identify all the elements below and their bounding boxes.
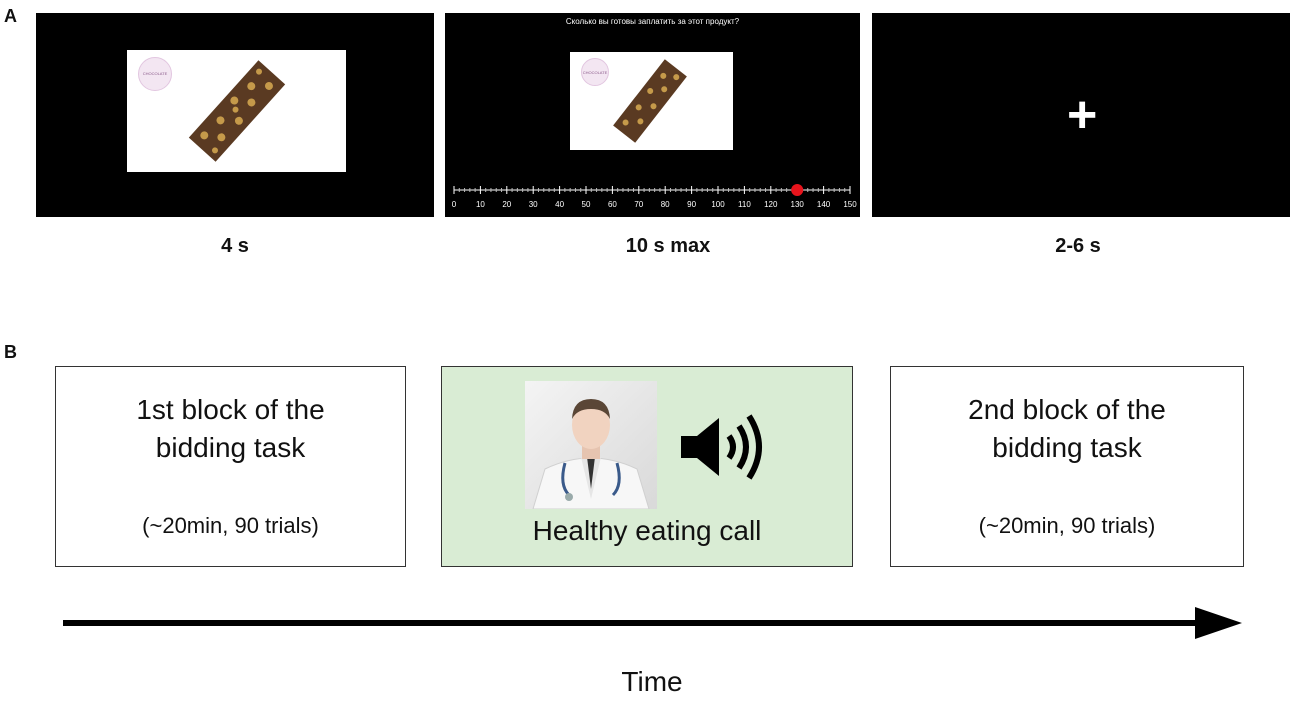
scale-tick-label: 120 (764, 200, 778, 209)
scale-tick-label: 10 (476, 200, 485, 209)
healthy-eating-call-box: Healthy eating call (441, 366, 853, 567)
scale-tick-label: 90 (687, 200, 696, 209)
scale-tick-label: 0 (452, 200, 457, 209)
scale-tick-label: 150 (843, 200, 857, 209)
scale-tick-label: 100 (711, 200, 725, 209)
panel-a-letter: A (4, 6, 17, 26)
scale-tick-label: 40 (555, 200, 564, 209)
block-title: 2nd block of the bidding task (968, 394, 1166, 463)
scale-tick-label: 30 (529, 200, 538, 209)
stimulus-screen: CHOCOLATE (36, 13, 434, 217)
time-arrow (63, 607, 1242, 639)
bid-scale[interactable]: 0 10 20 30 40 50 60 70 80 90 100 110 120 130 140 150 (445, 13, 860, 217)
screen-duration-label: 4 s (221, 235, 249, 257)
product-image: CHOCOLATE (127, 50, 346, 172)
selected-bid-marker[interactable] (791, 184, 804, 196)
scale-tick-label: 70 (634, 200, 643, 209)
first-block-box: 1st block of the bidding task (~20min, 9… (55, 366, 406, 567)
doctor-photo (525, 381, 657, 509)
scale-tick-label: 80 (661, 200, 670, 209)
bid-question: Сколько вы готовы заплатить за этот прод… (565, 17, 740, 26)
speaker-icon (681, 414, 762, 480)
bidding-screen: Сколько вы готовы заплатить за этот прод… (445, 13, 860, 217)
block-detail: (~20min, 90 trials) (142, 513, 319, 538)
scale-tick-label: 60 (608, 200, 617, 209)
chocolate-bar-icon (188, 60, 286, 162)
chocolate-bar-icon (613, 59, 687, 143)
fixation-screen: + (872, 13, 1290, 217)
fixation-cross: + (1067, 86, 1098, 144)
scale-tick-label: 20 (502, 200, 511, 209)
brand-logo: CHOCOLATE (138, 57, 172, 91)
panel-b-letter: B (4, 342, 17, 362)
scale-tick-label: 130 (791, 200, 805, 209)
call-label: Healthy eating call (532, 515, 762, 546)
scale-tick-label: 50 (582, 200, 591, 209)
product-image: CHOCOLATE (570, 52, 733, 150)
scale-tick-label: 140 (817, 200, 831, 209)
block-detail: (~20min, 90 trials) (978, 513, 1156, 538)
second-block-box: 2nd block of the bidding task (~20min, 9… (890, 366, 1244, 567)
time-axis-label: Time (621, 666, 683, 697)
scale-tick-label: 110 (738, 200, 751, 209)
screen-duration-label: 10 s max (625, 235, 711, 257)
screen-duration-label: 2-6 s (1055, 235, 1101, 257)
block-title: 1st block of the bidding task (136, 394, 325, 463)
brand-logo: CHOCOLATE (581, 58, 609, 86)
